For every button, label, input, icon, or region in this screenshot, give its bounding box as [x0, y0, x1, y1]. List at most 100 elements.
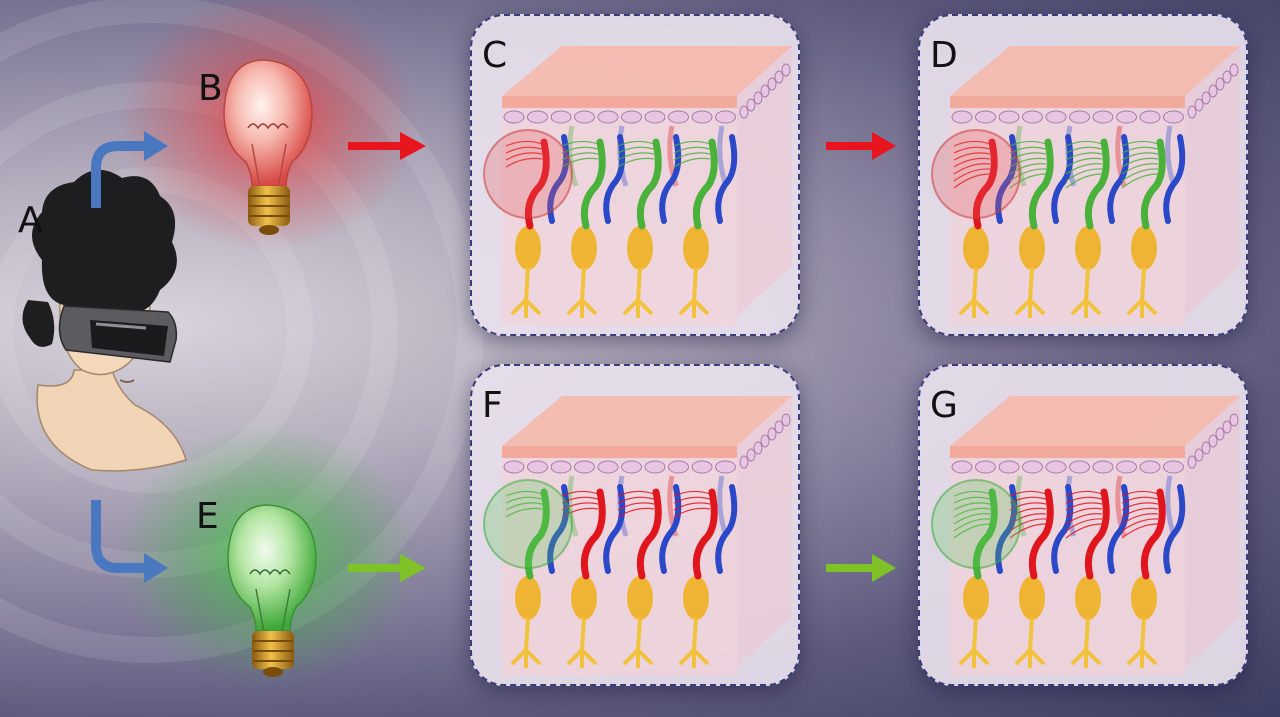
cone-outer-segment [1121, 152, 1159, 161]
highlighted-cone-region [483, 479, 573, 569]
ganglion-axon [622, 267, 654, 318]
epithelial-cell [1163, 460, 1184, 474]
bipolar-cell [963, 576, 989, 620]
block-top-face [502, 46, 792, 96]
cone-outer-segment [617, 152, 655, 161]
ganglion-axon [958, 267, 990, 318]
epithelial-cell [1194, 448, 1204, 462]
green-light-bulb-icon [227, 504, 317, 677]
cone-outer-segment [1009, 163, 1047, 175]
cone-cell [524, 488, 550, 580]
cone-outer-segment [617, 507, 655, 518]
epithelial-cell [1116, 460, 1137, 474]
epithelial-cell [1139, 110, 1161, 124]
epithelial-cell [715, 460, 736, 474]
label-g: G [930, 385, 958, 426]
epithelial-cell [597, 460, 619, 474]
retina-cross-section-icon [931, 46, 1240, 326]
cone-outer-segment [561, 157, 599, 168]
epithelial-cell [668, 110, 689, 124]
cone-cell [1140, 488, 1166, 580]
red-arrow-c-to-d [826, 132, 896, 160]
cone-outer-segment [953, 140, 991, 147]
cone-outer-segment [1121, 163, 1159, 175]
epithelial-cell [760, 84, 770, 98]
epithelial-cell [1092, 460, 1114, 474]
bipolar-cell [571, 226, 597, 270]
cone-outer-segment [561, 502, 599, 511]
cone-outer-segment [1121, 513, 1159, 525]
epithelial-cell [1208, 434, 1218, 448]
cone-outer-segment [617, 490, 655, 497]
epithelial-cell [691, 110, 713, 124]
cone-outer-segment [1009, 490, 1047, 497]
cone-outer-segment [505, 152, 543, 161]
cone-outer-segment [1121, 157, 1159, 168]
epithelial-cell [1229, 63, 1239, 77]
cone-outer-segment [1009, 157, 1047, 168]
cone-cell [1107, 484, 1130, 574]
epithelial-cell [668, 460, 689, 474]
cone-cell [1163, 134, 1186, 224]
label-a: A [18, 200, 43, 241]
epithelial-cell [1022, 110, 1043, 124]
cone-outer-segment [1065, 523, 1103, 539]
cone-outer-segment [953, 490, 991, 497]
cone-cell [972, 138, 998, 230]
cone-cell [1084, 138, 1110, 230]
cone-cell [1051, 134, 1074, 224]
epithelial-cell [1069, 110, 1090, 124]
epithelial-cell [1208, 84, 1218, 98]
cone-outer-segment [1065, 507, 1103, 518]
cone-outer-segment [505, 502, 543, 511]
cone-cell [692, 488, 718, 580]
cone-outer-segment [1009, 513, 1047, 525]
label-e: E [196, 496, 219, 537]
panel-c: C [470, 14, 800, 336]
cone-outer-segment [617, 496, 655, 504]
bipolar-cell [683, 576, 709, 620]
cone-cell [524, 138, 550, 230]
cone-cell [1028, 488, 1054, 580]
epithelial-cell [739, 455, 749, 469]
block-side-face [737, 396, 792, 666]
highlighted-cone-region [931, 479, 1021, 569]
epithelial-cell [1215, 77, 1225, 91]
epithelial-cell [503, 460, 525, 474]
cone-outer-segment [1121, 146, 1159, 154]
block-top-face [950, 46, 1240, 96]
label-d: D [930, 35, 958, 76]
bipolar-cell [683, 226, 709, 270]
cone-cell [659, 484, 682, 574]
pigment-layer [950, 446, 1185, 458]
cone-outer-segment [505, 490, 543, 497]
epithelial-cell [1139, 460, 1161, 474]
cone-outer-segment [1121, 173, 1159, 189]
cone-outer-segment [1121, 518, 1159, 532]
epithelial-cell [1045, 110, 1067, 124]
epithelial-cell [1229, 413, 1239, 427]
flow-arrow-to-e [91, 500, 168, 583]
ganglion-axon [1126, 617, 1158, 668]
epithelial-cell [951, 110, 973, 124]
epithelial-cell [767, 77, 777, 91]
epithelial-cell [774, 70, 784, 84]
cone-outer-segment [1065, 502, 1103, 511]
pigment-layer [950, 96, 1185, 108]
epithelial-cell [1116, 110, 1137, 124]
cone-outer-segment [617, 146, 655, 154]
bipolar-cell [627, 576, 653, 620]
retina-cross-section-icon [483, 396, 792, 676]
cone-cell [659, 134, 682, 224]
cone-outer-segment [1121, 168, 1159, 182]
epithelial-cell [1163, 110, 1184, 124]
epithelial-cell [739, 105, 749, 119]
cone-cell [580, 488, 606, 580]
cone-outer-segment [673, 157, 711, 168]
cone-outer-segment [505, 146, 543, 154]
panel-g: G [918, 364, 1248, 686]
epithelial-cell [998, 110, 1020, 124]
epithelial-cell [574, 110, 595, 124]
panel-d: D [918, 14, 1248, 336]
cone-outer-segment [953, 496, 991, 504]
